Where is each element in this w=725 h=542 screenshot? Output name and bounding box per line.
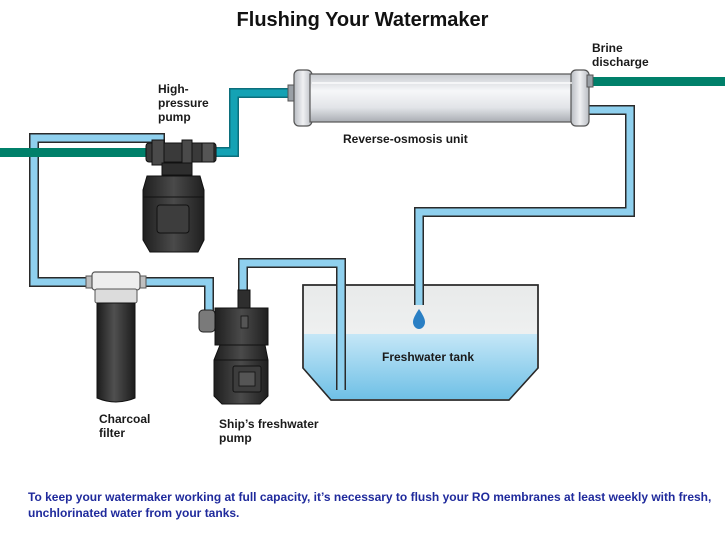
caption: To keep your watermaker working at full … <box>28 490 712 520</box>
label-brine-discharge: Brine discharge <box>592 41 649 69</box>
charcoal-filter <box>85 271 147 403</box>
freshwater-tank <box>302 284 539 401</box>
reverse-osmosis-unit <box>287 69 594 127</box>
water-drop-icon <box>413 309 425 329</box>
diagram-title: Flushing Your Watermaker <box>236 9 489 31</box>
label-high-pressure-pump: High- pressure pump <box>158 82 209 124</box>
sea-water-pipes <box>0 77 725 157</box>
label-freshwater-tank: Freshwater tank <box>382 350 475 364</box>
pressure-pipe <box>212 88 292 157</box>
label-charcoal-filter: Charcoal filter <box>99 412 151 440</box>
ships-freshwater-pump <box>198 289 269 405</box>
high-pressure-pump <box>142 139 217 253</box>
label-ships-freshwater-pump: Ship’s freshwater pump <box>219 417 319 445</box>
label-reverse-osmosis-unit: Reverse-osmosis unit <box>343 132 468 146</box>
fresh-water-pipes <box>29 105 635 390</box>
